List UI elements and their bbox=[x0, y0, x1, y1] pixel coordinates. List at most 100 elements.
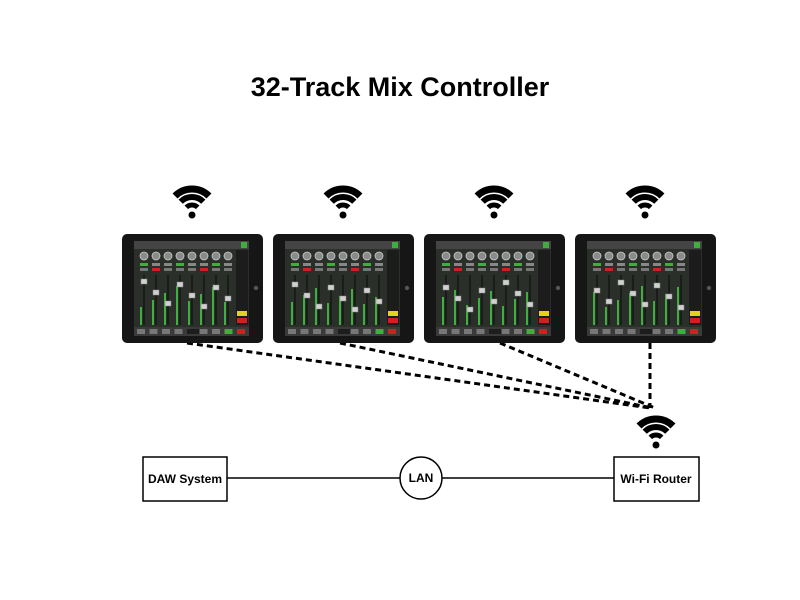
fader-cap bbox=[478, 287, 486, 294]
fader-cap bbox=[605, 298, 613, 305]
fader-track bbox=[680, 275, 682, 325]
wifi-arc bbox=[648, 432, 664, 440]
level-meter bbox=[339, 296, 341, 325]
home-button bbox=[404, 285, 410, 291]
solo-button bbox=[641, 268, 649, 271]
header-indicator bbox=[392, 242, 398, 248]
wifi-arc bbox=[323, 185, 363, 199]
lan-label: LAN bbox=[409, 471, 434, 485]
solo-button bbox=[140, 268, 148, 271]
fader-cap bbox=[466, 306, 474, 313]
level-meter bbox=[629, 293, 631, 325]
pan-knob bbox=[441, 251, 451, 261]
side-panel bbox=[236, 250, 248, 325]
solo-button bbox=[593, 268, 601, 271]
wifi-arc bbox=[486, 202, 502, 210]
fader-track bbox=[620, 275, 622, 325]
mute-button bbox=[315, 263, 323, 266]
side-panel bbox=[538, 250, 550, 325]
transport-button bbox=[187, 329, 205, 334]
solo-button bbox=[502, 268, 510, 271]
transport-button bbox=[174, 329, 183, 334]
fader-cap bbox=[454, 295, 462, 302]
mute-button bbox=[677, 263, 685, 266]
solo-button bbox=[176, 268, 184, 271]
mute-button bbox=[212, 263, 220, 266]
transport-button bbox=[300, 329, 309, 334]
fader-track bbox=[143, 275, 145, 325]
transport-button bbox=[162, 329, 170, 334]
transport-button bbox=[501, 329, 510, 334]
transport-button bbox=[652, 329, 661, 334]
fader-track bbox=[505, 275, 507, 325]
fader-cap bbox=[375, 298, 383, 305]
screen-header bbox=[134, 241, 249, 249]
fader-track bbox=[596, 275, 598, 325]
transport-button bbox=[199, 329, 208, 334]
header-indicator bbox=[543, 242, 549, 248]
transport-button bbox=[388, 329, 396, 334]
solo-button bbox=[677, 268, 685, 271]
transport-button bbox=[677, 329, 686, 334]
side-button-yellow bbox=[237, 311, 247, 316]
solo-button bbox=[442, 268, 450, 271]
transport-button bbox=[237, 329, 245, 334]
level-meter bbox=[152, 300, 154, 325]
solo-button bbox=[514, 268, 522, 271]
solo-button bbox=[629, 268, 637, 271]
wifi-arc bbox=[637, 202, 653, 210]
wifi-arc bbox=[474, 185, 514, 199]
wifi-icon bbox=[625, 185, 665, 219]
level-meter bbox=[188, 301, 190, 325]
pan-knob bbox=[338, 251, 348, 261]
solo-button bbox=[339, 268, 347, 271]
fader-track bbox=[167, 275, 169, 325]
transport-button bbox=[363, 329, 371, 334]
fader-cap bbox=[363, 287, 371, 294]
wifi-dot bbox=[188, 211, 196, 219]
tablet-device bbox=[273, 234, 414, 343]
level-meter bbox=[526, 292, 528, 325]
fader-cap bbox=[490, 298, 498, 305]
transport-button bbox=[476, 329, 485, 334]
solo-button bbox=[466, 268, 474, 271]
fader-cap bbox=[140, 278, 148, 285]
mute-button bbox=[526, 263, 534, 266]
header-indicator bbox=[241, 242, 247, 248]
wireless-links bbox=[186, 341, 656, 410]
fader-cap bbox=[327, 284, 335, 291]
level-meter bbox=[303, 295, 305, 325]
level-meter bbox=[291, 302, 293, 325]
pan-knob bbox=[525, 251, 535, 261]
pan-knob bbox=[453, 251, 463, 261]
side-button-red bbox=[539, 318, 549, 323]
mute-button bbox=[200, 263, 208, 266]
pan-knob bbox=[652, 251, 662, 261]
pan-knob bbox=[163, 251, 173, 261]
transport-button bbox=[640, 329, 658, 334]
mute-button bbox=[653, 263, 661, 266]
lan-node: LAN bbox=[399, 456, 443, 500]
mute-button bbox=[665, 263, 673, 266]
fader-track bbox=[191, 275, 193, 325]
transport-button bbox=[149, 329, 158, 334]
fader-track bbox=[215, 275, 217, 325]
fader-cap bbox=[351, 306, 359, 313]
mute-button bbox=[466, 263, 474, 266]
level-meter bbox=[224, 302, 226, 325]
level-meter bbox=[593, 292, 595, 325]
wifi-dot bbox=[490, 211, 498, 219]
solo-button bbox=[617, 268, 625, 271]
mute-button bbox=[291, 263, 299, 266]
wifi-router-label: Wi-Fi Router bbox=[620, 472, 692, 486]
fader-cap bbox=[291, 281, 299, 288]
solo-button bbox=[653, 268, 661, 271]
solo-button bbox=[351, 268, 359, 271]
pan-knob bbox=[501, 251, 511, 261]
fader-cap bbox=[502, 279, 510, 286]
fader-cap bbox=[665, 293, 673, 300]
screen-header bbox=[285, 241, 400, 249]
solo-button bbox=[363, 268, 371, 271]
fader-cap bbox=[653, 282, 661, 289]
mute-button bbox=[502, 263, 510, 266]
